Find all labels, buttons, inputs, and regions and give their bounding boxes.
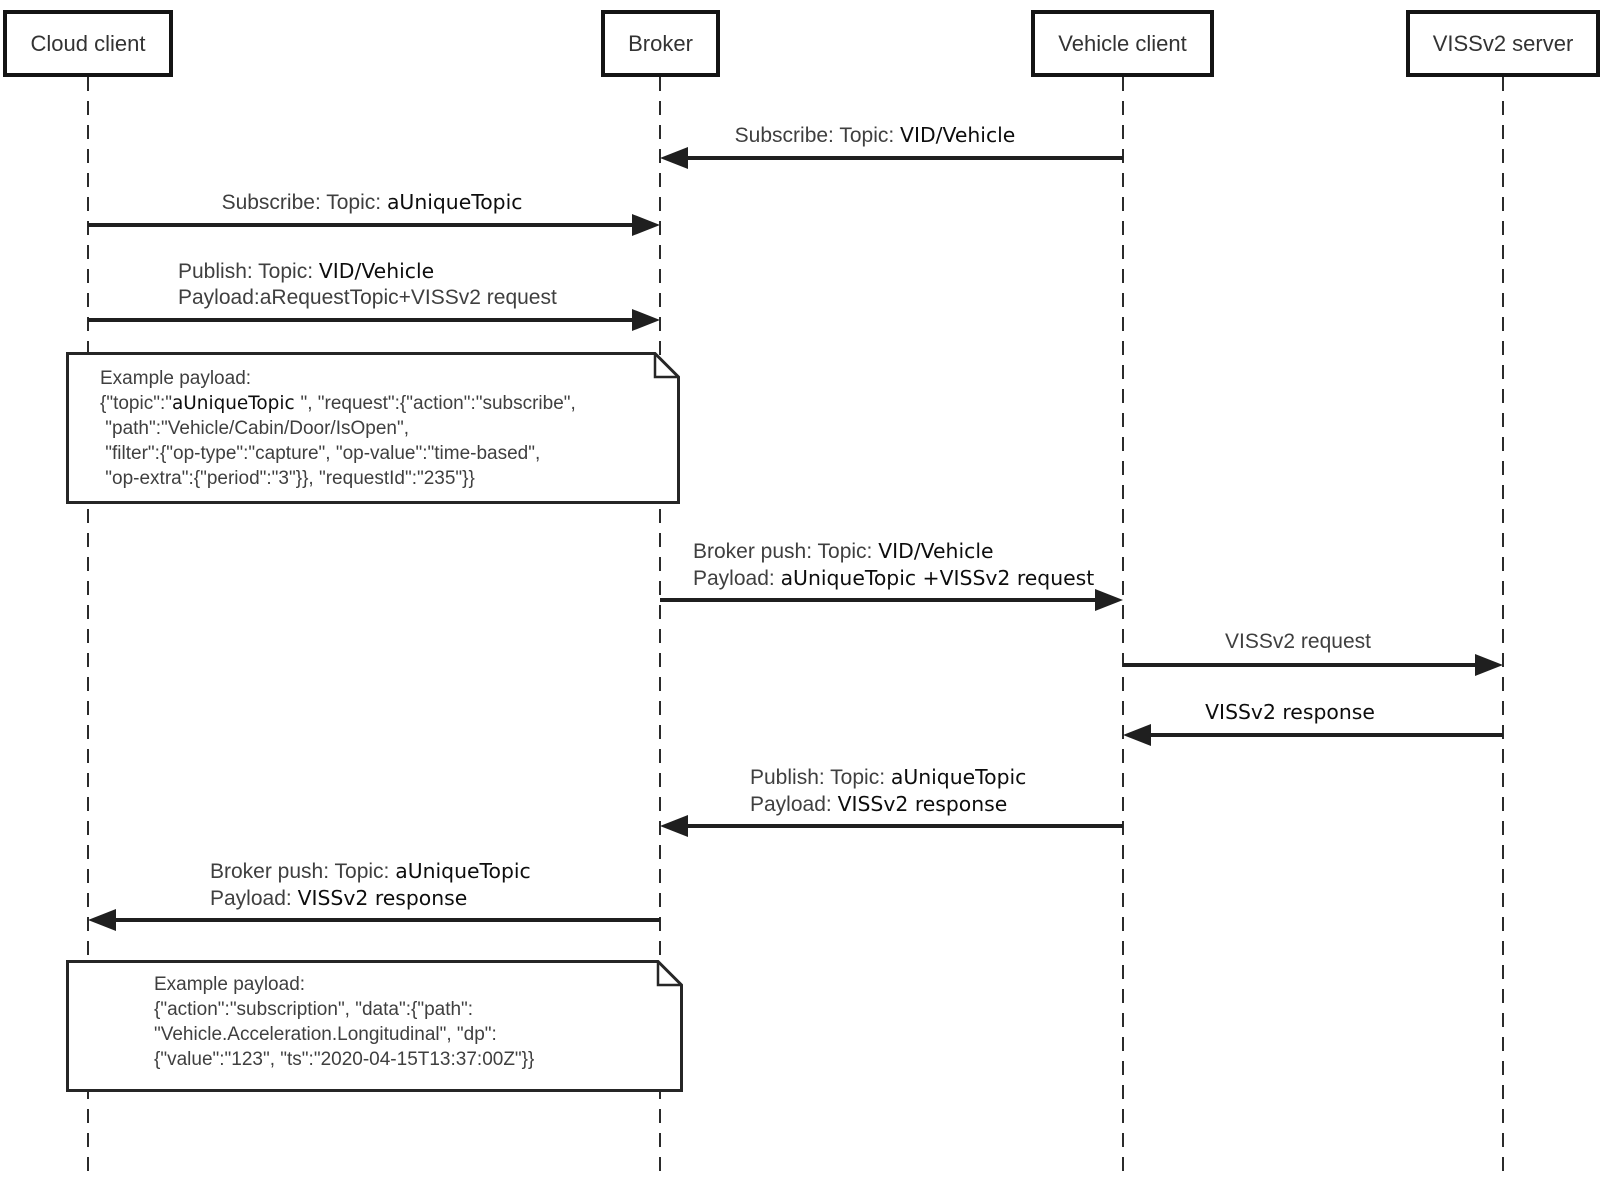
note-line: Example payload: xyxy=(100,366,576,391)
note-segment: Example payload: xyxy=(100,368,252,389)
message-line-broker-push-aunique-topic xyxy=(110,918,660,922)
arrowhead-vissv2-request xyxy=(1475,654,1503,676)
message-label-line: Broker push: Topic: VID/Vehicle xyxy=(693,538,1094,565)
label-segment: aUniqueTopic +VISSv2 request xyxy=(780,566,1095,590)
note-outline xyxy=(66,960,683,1092)
arrowhead-publish-vid-vehicle xyxy=(632,309,660,331)
actor-label-vissv2-server: VISSv2 server xyxy=(1432,30,1574,56)
label-segment: Broker push: Topic: xyxy=(210,860,396,883)
label-segment: VISSv2 response xyxy=(1205,700,1375,724)
label-segment: Payload: xyxy=(693,567,781,590)
note-segment: "Vehicle.Acceleration.Longitudinal", "dp… xyxy=(154,1024,497,1045)
note-line: "path":"Vehicle/Cabin/Door/IsOpen", xyxy=(100,416,576,441)
note-segment: Example payload: xyxy=(154,974,306,995)
arrowhead-publish-aunique-topic xyxy=(660,815,688,837)
message-label-line: Payload: VISSv2 response xyxy=(210,885,531,912)
label-segment: VID/Vehicle xyxy=(878,539,994,563)
message-line-vissv2-request xyxy=(1123,663,1481,667)
message-label-line: Publish: Topic: VID/Vehicle xyxy=(178,258,557,285)
label-segment: Subscribe: Topic: xyxy=(734,124,901,147)
message-line-subscribe-vid-vehicle xyxy=(682,156,1123,160)
note-line: {"action":"subscription", "data":{"path"… xyxy=(154,997,534,1022)
note-segment: {"action":"subscription", "data":{"path"… xyxy=(154,999,474,1020)
note-line: {"topic":"aUniqueTopic ", "request":{"ac… xyxy=(100,391,576,416)
message-label-subscribe-aunique-topic: Subscribe: Topic: aUniqueTopic xyxy=(222,189,523,216)
lifeline-vissv2-server xyxy=(1502,77,1504,1180)
note-frame xyxy=(66,352,680,504)
message-line-broker-push-vid-vehicle xyxy=(660,598,1101,602)
lifeline-cloud-client xyxy=(87,77,89,1180)
label-segment: VISSv2 request xyxy=(1225,630,1371,653)
note-example-payload-response: Example payload: {"action":"subscription"… xyxy=(66,960,683,1092)
label-segment: Broker push: Topic: xyxy=(693,540,879,563)
actor-label-broker: Broker xyxy=(628,30,693,56)
message-label-line: Broker push: Topic: aUniqueTopic xyxy=(210,858,531,885)
message-label-line: Subscribe: Topic: VID/Vehicle xyxy=(735,122,1016,149)
actor-box-cloud-client: Cloud client xyxy=(3,10,173,77)
lifeline-vehicle-client xyxy=(1122,77,1124,1180)
note-line: {"value":"123", "ts":"2020-04-15T13:37:0… xyxy=(154,1047,534,1072)
message-label-line: VISSv2 request xyxy=(1225,629,1371,655)
message-label-subscribe-vid-vehicle: Subscribe: Topic: VID/Vehicle xyxy=(735,122,1016,149)
actor-box-vissv2-server: VISSv2 server xyxy=(1406,10,1600,77)
note-text: Example payload:{"topic":"aUniqueTopic "… xyxy=(100,366,576,491)
note-line: "op-extra":{"period":"3"}}, "requestId":… xyxy=(100,466,576,491)
label-segment: VISSv2 response xyxy=(837,792,1008,816)
message-label-line: Publish: Topic: aUniqueTopic xyxy=(750,764,1026,791)
note-line: "filter":{"op-type":"capture", "op-value… xyxy=(100,441,576,466)
message-label-line: Subscribe: Topic: aUniqueTopic xyxy=(222,189,523,216)
note-segment: aUniqueTopic xyxy=(172,393,301,414)
arrowhead-broker-push-vid-vehicle xyxy=(1095,589,1123,611)
message-label-vissv2-response: VISSv2 response xyxy=(1205,699,1375,726)
note-segment: "path":"Vehicle/Cabin/Door/IsOpen", xyxy=(100,418,409,439)
message-label-line: Payload: VISSv2 response xyxy=(750,791,1026,818)
message-label-vissv2-request: VISSv2 request xyxy=(1225,629,1371,655)
label-segment: Payload:aRequestTopic+VISSv2 request xyxy=(178,286,557,309)
note-segment: "filter":{"op-type":"capture", "op-value… xyxy=(100,443,541,464)
message-line-vissv2-response xyxy=(1145,733,1503,737)
label-segment: VISSv2 response xyxy=(297,886,468,910)
message-label-line: Payload:aRequestTopic+VISSv2 request xyxy=(178,285,557,311)
note-fold-icon xyxy=(656,961,682,987)
message-label-line: VISSv2 response xyxy=(1205,699,1375,726)
note-segment: ", "request":{"action":"subscribe", xyxy=(300,393,576,414)
label-segment: Payload: xyxy=(750,793,838,816)
label-segment: aUniqueTopic xyxy=(890,765,1027,789)
note-example-payload-request: Example payload:{"topic":"aUniqueTopic "… xyxy=(66,352,680,504)
arrowhead-vissv2-response xyxy=(1123,724,1151,746)
label-segment: aUniqueTopic xyxy=(386,190,523,214)
arrowhead-subscribe-aunique-topic xyxy=(632,214,660,236)
note-line: Example payload: xyxy=(154,972,534,997)
note-segment: {"value":"123", "ts":"2020-04-15T13:37:0… xyxy=(154,1049,535,1070)
note-fold-icon xyxy=(653,353,679,379)
note-segment: "op-extra":{"period":"3"}}, "requestId":… xyxy=(100,468,475,489)
note-segment: {"topic":" xyxy=(100,393,172,414)
message-label-line: Payload: aUniqueTopic +VISSv2 request xyxy=(693,565,1094,592)
arrowhead-subscribe-vid-vehicle xyxy=(660,147,688,169)
actor-box-broker: Broker xyxy=(601,10,720,77)
note-outline xyxy=(66,352,680,504)
label-segment: Publish: Topic: xyxy=(750,766,891,789)
label-segment: VID/Vehicle xyxy=(318,259,435,283)
actor-label-vehicle-client: Vehicle client xyxy=(1058,30,1187,56)
label-segment: aUniqueTopic xyxy=(395,859,531,883)
message-line-publish-aunique-topic xyxy=(682,824,1123,828)
actor-box-vehicle-client: Vehicle client xyxy=(1031,10,1214,77)
note-text: Example payload: {"action":"subscription"… xyxy=(154,972,534,1072)
label-segment: Subscribe: Topic: xyxy=(221,191,387,214)
note-line: "Vehicle.Acceleration.Longitudinal", "dp… xyxy=(154,1022,534,1047)
label-segment: VID/Vehicle xyxy=(900,123,1016,147)
message-line-subscribe-aunique-topic xyxy=(88,223,638,227)
lifeline-broker xyxy=(659,77,661,1180)
label-segment: Payload: xyxy=(210,887,298,910)
note-frame xyxy=(66,960,683,1092)
label-segment: Publish: Topic: xyxy=(178,260,319,283)
actor-label-cloud-client: Cloud client xyxy=(30,30,146,56)
arrowhead-broker-push-aunique-topic xyxy=(88,909,116,931)
message-line-publish-vid-vehicle xyxy=(88,318,638,322)
